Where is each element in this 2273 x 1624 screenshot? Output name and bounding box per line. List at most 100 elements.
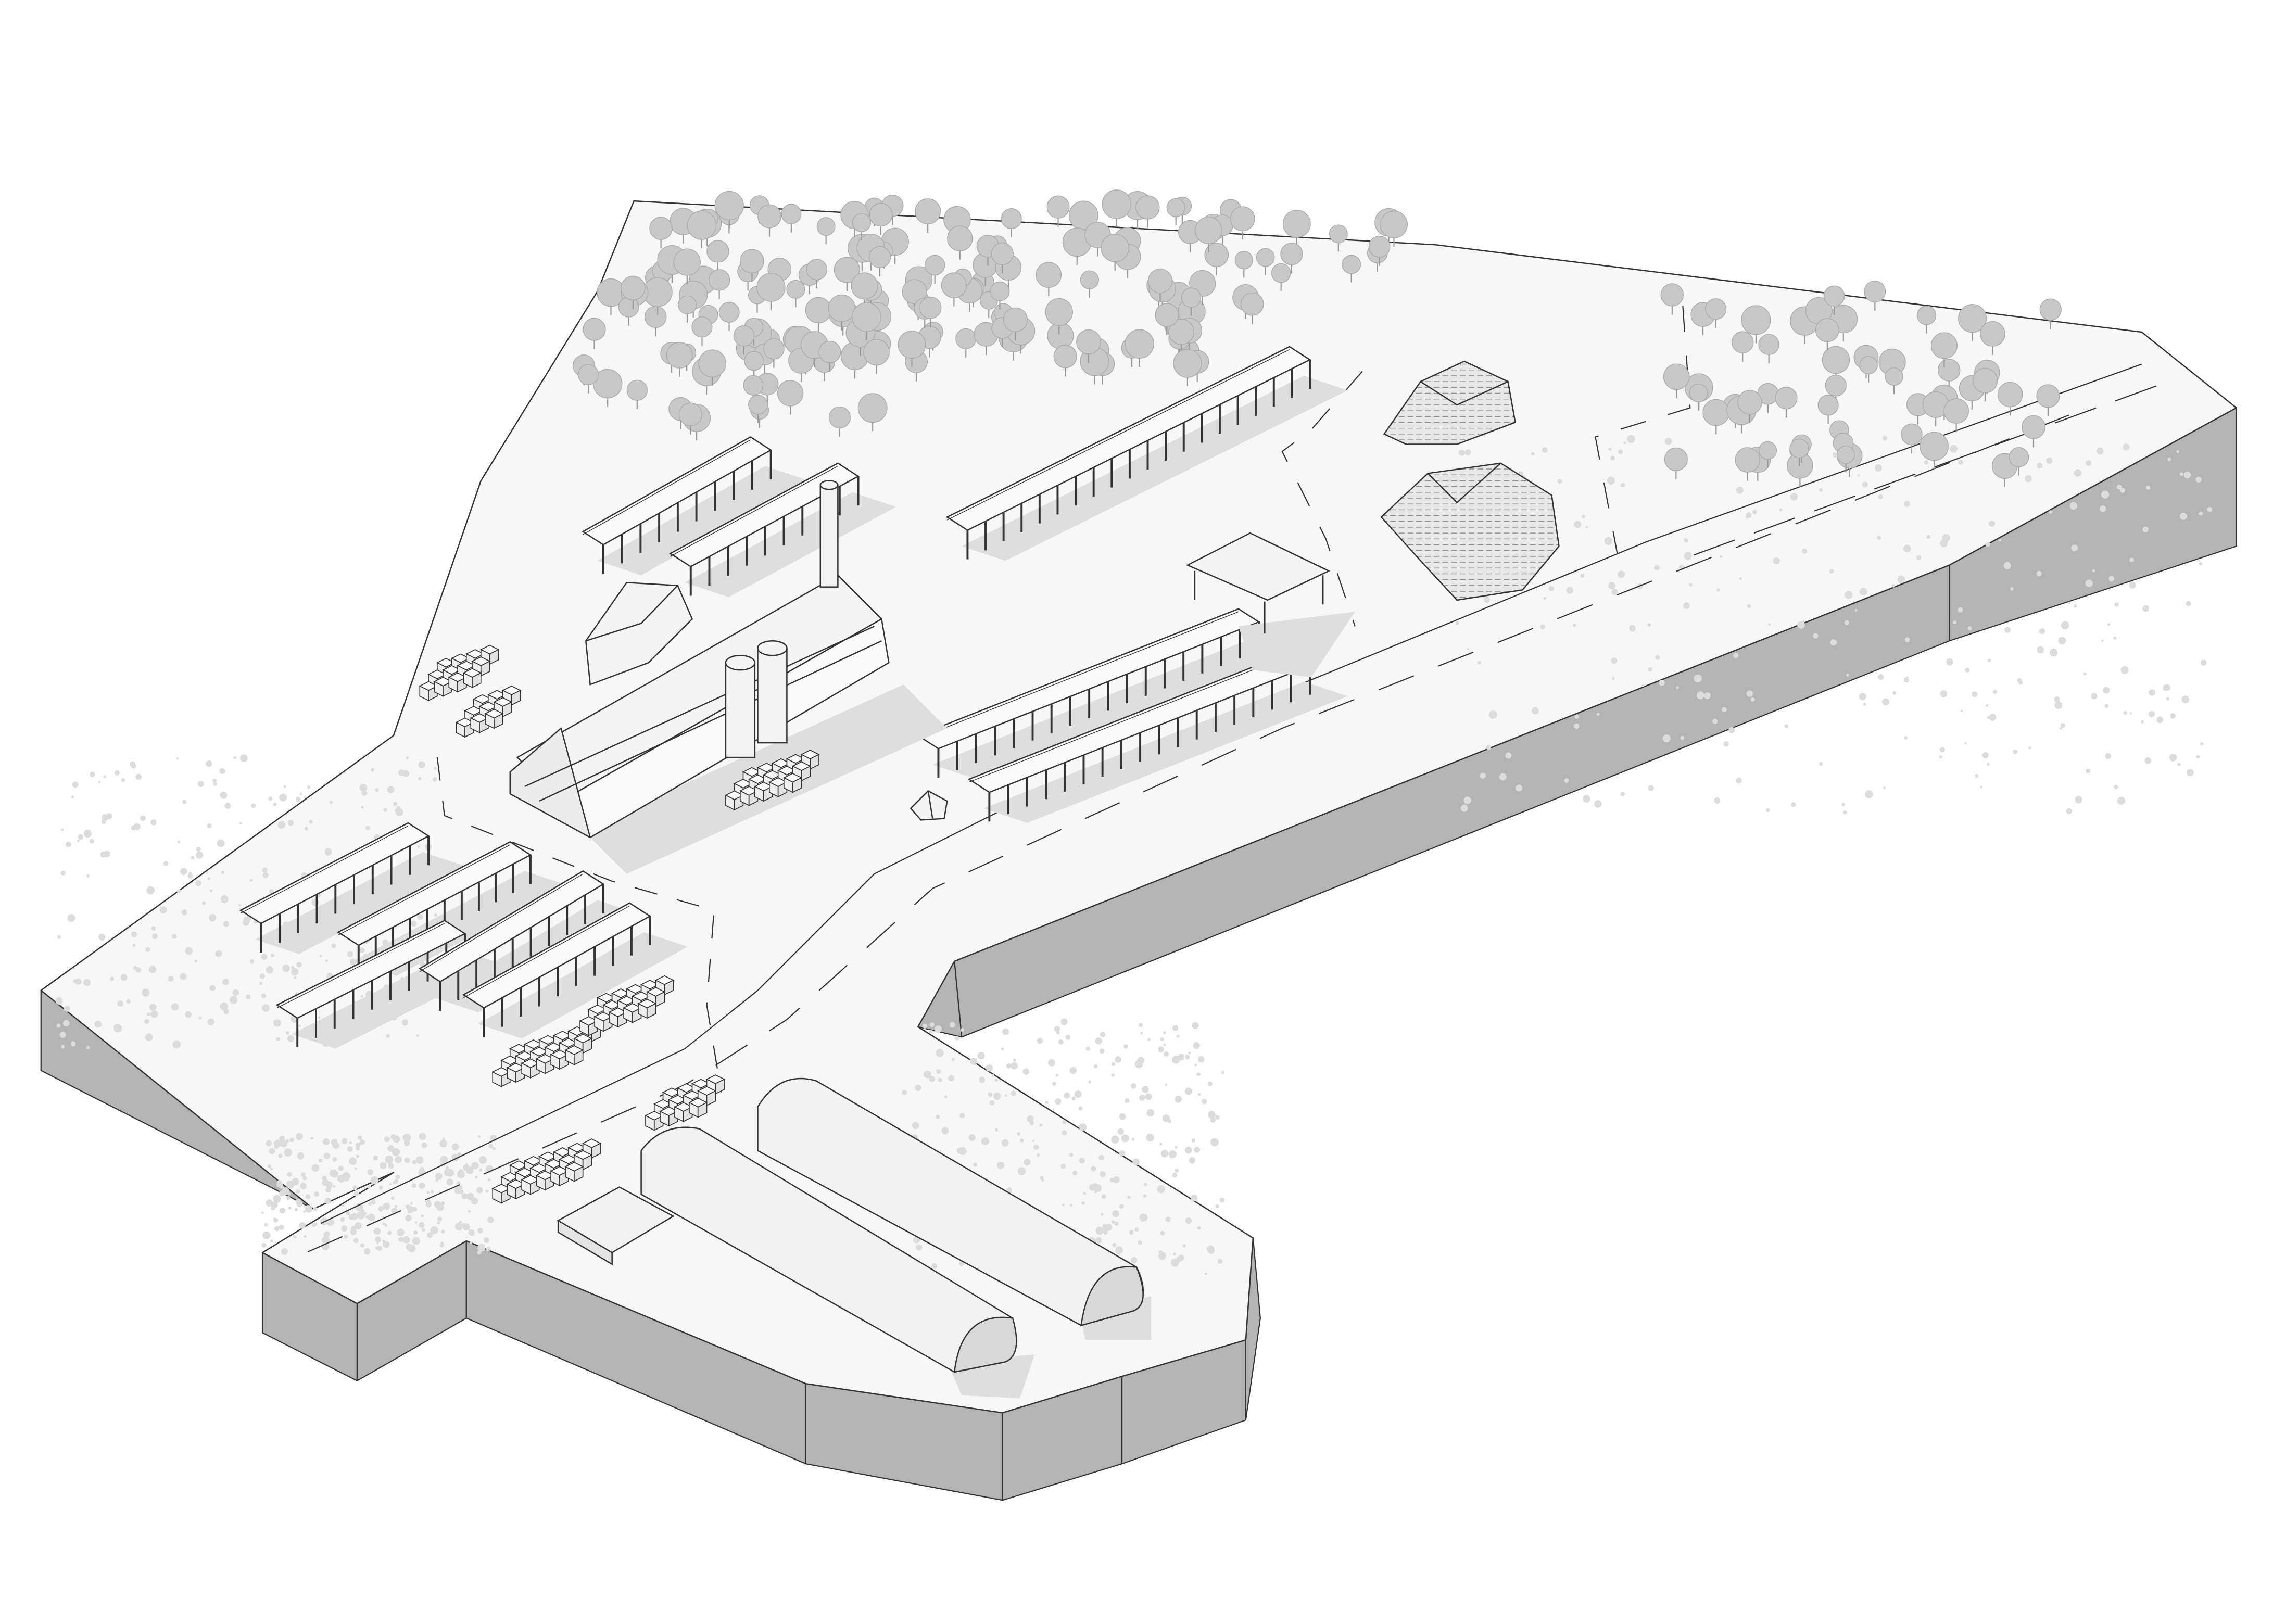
ground-speckle [1992,689,1997,694]
ground-speckle [1878,674,1884,680]
ground-speckle [421,1228,425,1232]
ground-speckle [213,782,217,786]
ground-speckle [261,954,268,960]
ground-speckle [1980,785,1983,789]
ground-speckle [430,1190,434,1194]
ground-speckle [1041,1179,1044,1182]
ground-speckle [249,959,255,964]
ground-speckle [206,760,212,767]
ground-speckle [1987,658,1991,662]
ground-speckle [1184,1087,1193,1095]
ground-speckle [2004,627,2011,633]
ground-speckle [341,1138,348,1144]
ground-speckle [441,1229,445,1234]
ground-speckle [374,1236,381,1243]
ground-speckle [1083,1191,1087,1196]
ground-speckle [395,808,400,814]
ground-speckle [412,1237,420,1245]
tree-canopy [1775,387,1798,410]
tree-canopy [1663,363,1690,390]
ground-speckle [365,1215,369,1219]
access-path-3 [1595,306,1691,554]
ground-speckle [470,1232,474,1236]
ground-speckle [1095,1037,1102,1045]
ground-speckle [386,1034,390,1038]
ground-speckle [395,1174,400,1179]
ground-speckle [1162,1114,1170,1122]
tree-canopy [756,273,786,302]
ground-speckle [1647,623,1651,627]
ground-speckle [180,973,187,980]
ground-speckle [1484,597,1490,603]
ground-speckle [262,1004,270,1012]
ground-speckle [1986,763,1990,766]
ground-speckle [367,1213,375,1222]
tree-canopy [902,279,927,304]
ground-speckle [1163,1031,1166,1035]
ground-speckle [310,1136,313,1140]
ground-speckle [1857,474,1860,477]
ground-speckle [1736,777,1742,784]
ground-speckle [1069,1067,1077,1074]
ground-speckle [1127,1196,1131,1199]
ground-speckle [1683,602,1690,609]
ground-speckle [1188,1051,1191,1055]
ground-speckle [376,1242,379,1245]
ground-speckle [936,1069,941,1074]
ground-speckle [1926,535,1930,539]
ground-speckle [445,1166,449,1170]
ground-speckle [1145,1093,1152,1100]
ground-speckle [361,790,367,796]
ground-speckle [1172,1172,1177,1178]
crate-front [697,1101,708,1118]
ground-speckle [413,1230,418,1235]
ground-speckle [269,889,274,894]
tree-canopy [1282,210,1311,238]
ground-speckle [1139,1023,1143,1027]
ground-speckle [2074,604,2077,608]
barn-eave-2 [539,640,882,802]
ground-speckle [1064,1092,1070,1099]
ground-speckle [100,851,107,858]
ground-speckle [488,1144,494,1149]
ground-speckle [1833,452,1838,458]
ground-speckle [1965,667,1970,673]
ground-speckle [912,1122,919,1130]
ground-speckle [295,1133,303,1140]
ground-speckle [2054,696,2060,703]
ground-speckle [1185,1147,1192,1154]
ground-speckle [270,1239,273,1243]
ground-speckle [1100,1032,1106,1037]
ground-speckle [2039,628,2045,635]
ground-speckle [322,1236,330,1244]
ground-speckle [394,1204,398,1208]
ground-speckle [2066,808,2073,815]
tree-canopy [1047,322,1074,349]
ground-speckle [1111,1062,1116,1067]
shed-roof-ridge [240,825,409,914]
ground-speckle [2129,712,2132,715]
ground-speckle [2129,581,2136,589]
ground-speckle [1189,1157,1196,1164]
ground-speckle [113,1024,122,1033]
ground-speckle [282,965,290,972]
ground-speckle [180,868,187,875]
ground-speckle [1720,555,1723,558]
ground-speckle [973,1162,978,1167]
ground-speckle [287,1172,292,1177]
ground-speckle [121,778,125,782]
ground-speckle [1882,436,1887,441]
ground-speckle [1972,691,1978,697]
ground-speckle [1611,589,1618,595]
ground-speckle [1582,515,1586,518]
ground-speckle [2167,457,2171,462]
ground-speckle [60,870,66,876]
tree-canopy [990,281,1010,301]
tree-canopy [947,225,973,251]
ground-speckle [135,773,142,780]
tree-canopy [1916,306,1937,325]
ground-speckle [1079,1157,1085,1164]
ground-speckle [62,1020,70,1027]
ground-speckle [314,1191,320,1197]
tree-canopy [1080,270,1099,289]
